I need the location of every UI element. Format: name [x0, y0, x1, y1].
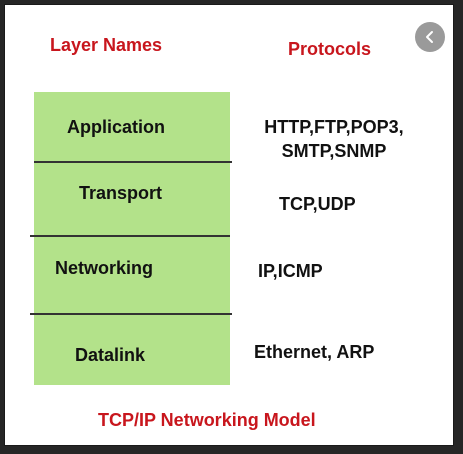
- networking-protocols: IP,ICMP: [258, 261, 323, 281]
- layer-networking: Networking: [55, 258, 154, 278]
- application-protocols-line1: HTTP,FTP,POP3,: [264, 117, 404, 137]
- diagram-canvas: Layer Names Protocols Application Transp…: [4, 4, 454, 446]
- layer-transport: Transport: [79, 183, 163, 203]
- layer-divider: [30, 235, 230, 237]
- protocols-heading: Protocols: [288, 39, 372, 59]
- layer-names-heading: Layer Names: [50, 35, 163, 55]
- layer-datalink: Datalink: [75, 345, 146, 365]
- application-protocols: HTTP,FTP,POP3, SMTP,SNMP: [245, 115, 423, 163]
- application-protocols-line2: SMTP,SNMP: [281, 141, 387, 161]
- transport-protocols: TCP,UDP: [279, 194, 356, 214]
- chevron-left-icon: [426, 31, 433, 43]
- datalink-protocols: Ethernet, ARP: [254, 342, 375, 362]
- layer-divider: [30, 313, 232, 315]
- layer-divider: [34, 161, 232, 163]
- diagram-caption: TCP/IP Networking Model: [98, 410, 316, 430]
- layer-stack: [30, 92, 232, 385]
- layer-application: Application: [67, 117, 165, 137]
- back-button[interactable]: [415, 22, 445, 52]
